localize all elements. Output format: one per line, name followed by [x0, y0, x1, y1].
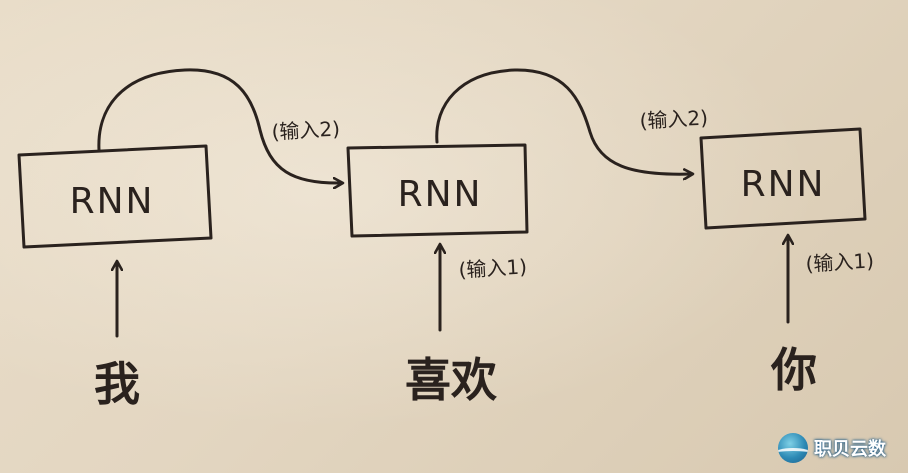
- input-word-1: 我: [94, 357, 140, 411]
- rnn-node-3-label: RNN: [741, 164, 826, 205]
- rnn-node-1: RNN: [17, 144, 213, 249]
- watermark-logo-icon: [778, 433, 808, 463]
- recurrent-edge-2-label: (输入2): [639, 105, 709, 133]
- input-word-2: 喜欢: [405, 353, 497, 407]
- input-2-label: (输入1): [458, 254, 528, 282]
- rnn-node-1-label: RNN: [70, 181, 155, 222]
- watermark-text: 职贝云数: [814, 439, 886, 460]
- recurrent-edge-1: [97, 68, 342, 183]
- input-word-3: 你: [770, 343, 817, 397]
- input-3-label: (输入1): [805, 248, 875, 276]
- recurrent-edge-1-label: (输入2): [271, 116, 341, 144]
- recurrent-edge-2: [435, 68, 692, 174]
- watermark: 职贝云数: [778, 430, 906, 466]
- rnn-node-2-label: RNN: [398, 174, 483, 215]
- rnn-node-3: RNN: [699, 127, 867, 230]
- rnn-node-2: RNN: [346, 143, 529, 238]
